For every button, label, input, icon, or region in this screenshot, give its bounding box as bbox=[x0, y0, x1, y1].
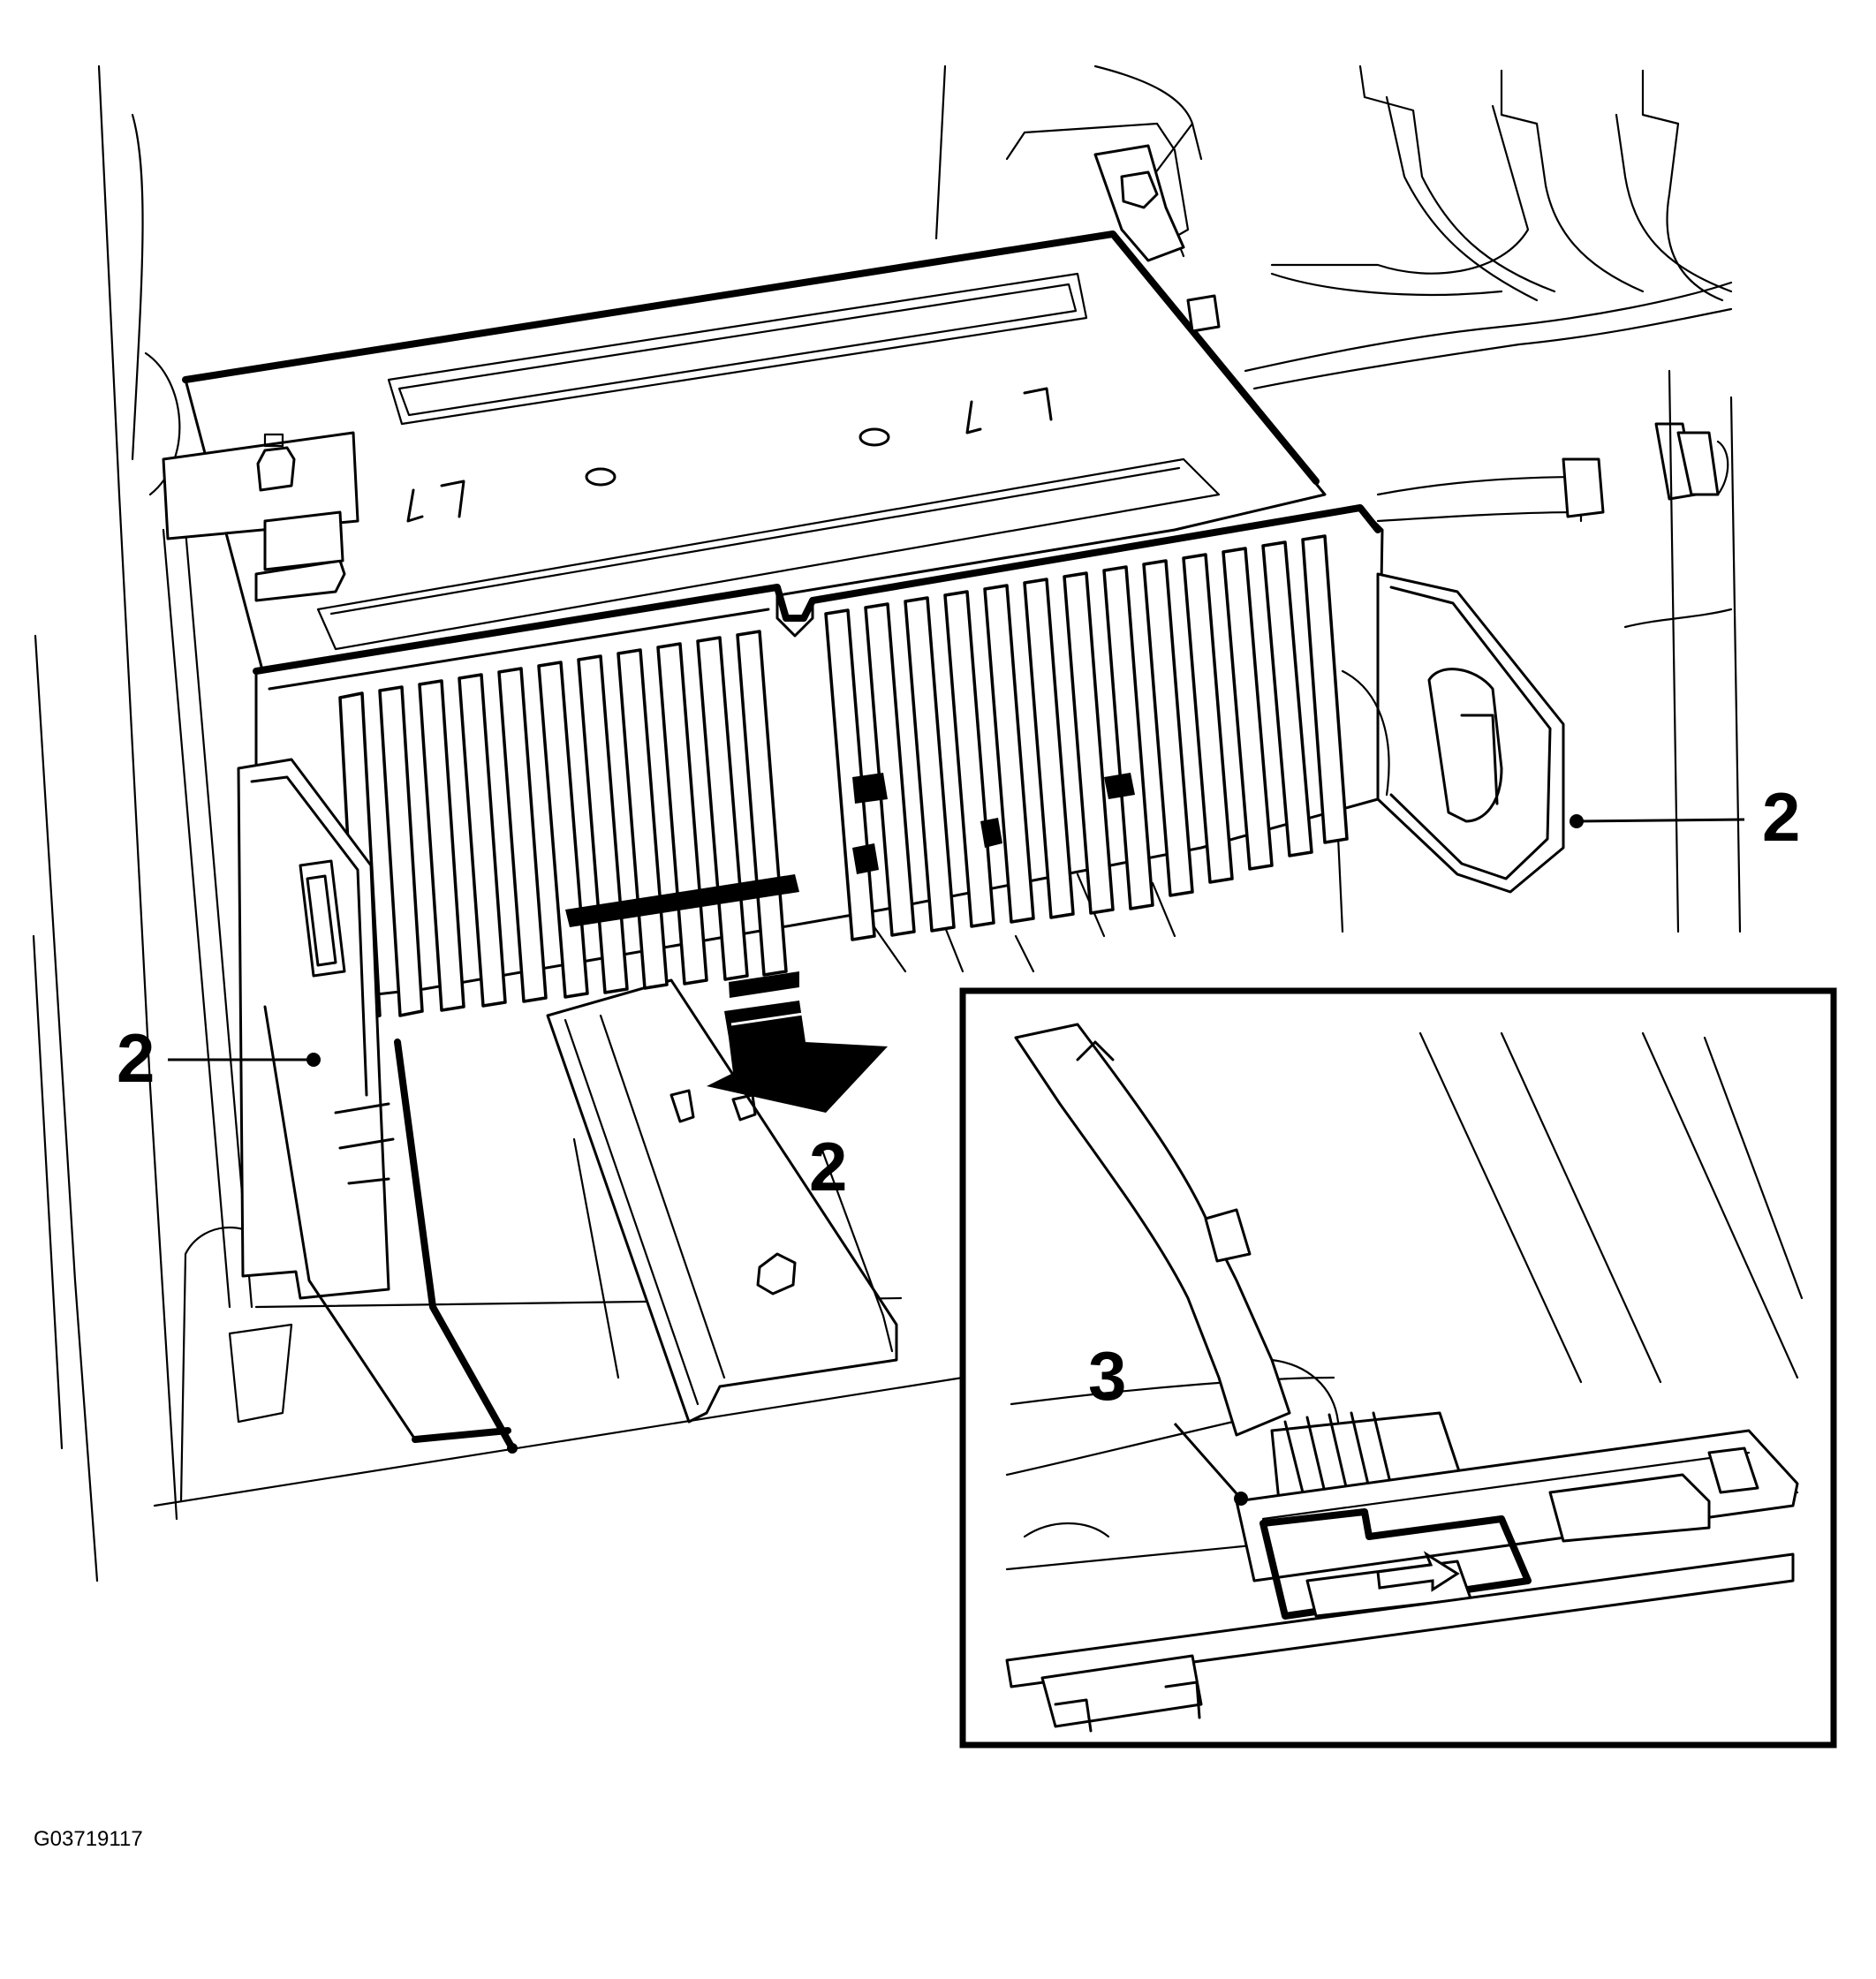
connector-marker bbox=[1234, 1492, 1248, 1506]
removal-direction-arrow bbox=[707, 971, 888, 1113]
mounting-rail bbox=[546, 978, 898, 1424]
callout-leaders bbox=[168, 814, 1745, 1067]
callout-number-left-bracket: 2 bbox=[117, 1019, 155, 1097]
heat-sink-fins-right bbox=[824, 534, 1349, 941]
left-bracket-marker bbox=[306, 1053, 321, 1067]
callout-number-right-bracket: 2 bbox=[1762, 778, 1800, 856]
right-bracket-marker bbox=[1570, 814, 1584, 828]
figure-id-label: G03719117 bbox=[34, 1827, 143, 1851]
amplifier-module bbox=[162, 144, 1565, 1454]
callout-number-arrow: 2 bbox=[809, 1128, 847, 1205]
inset-drawing bbox=[1005, 1023, 1804, 1733]
callout-number-connector: 3 bbox=[1088, 1337, 1126, 1415]
detail-inset bbox=[959, 987, 1837, 1749]
